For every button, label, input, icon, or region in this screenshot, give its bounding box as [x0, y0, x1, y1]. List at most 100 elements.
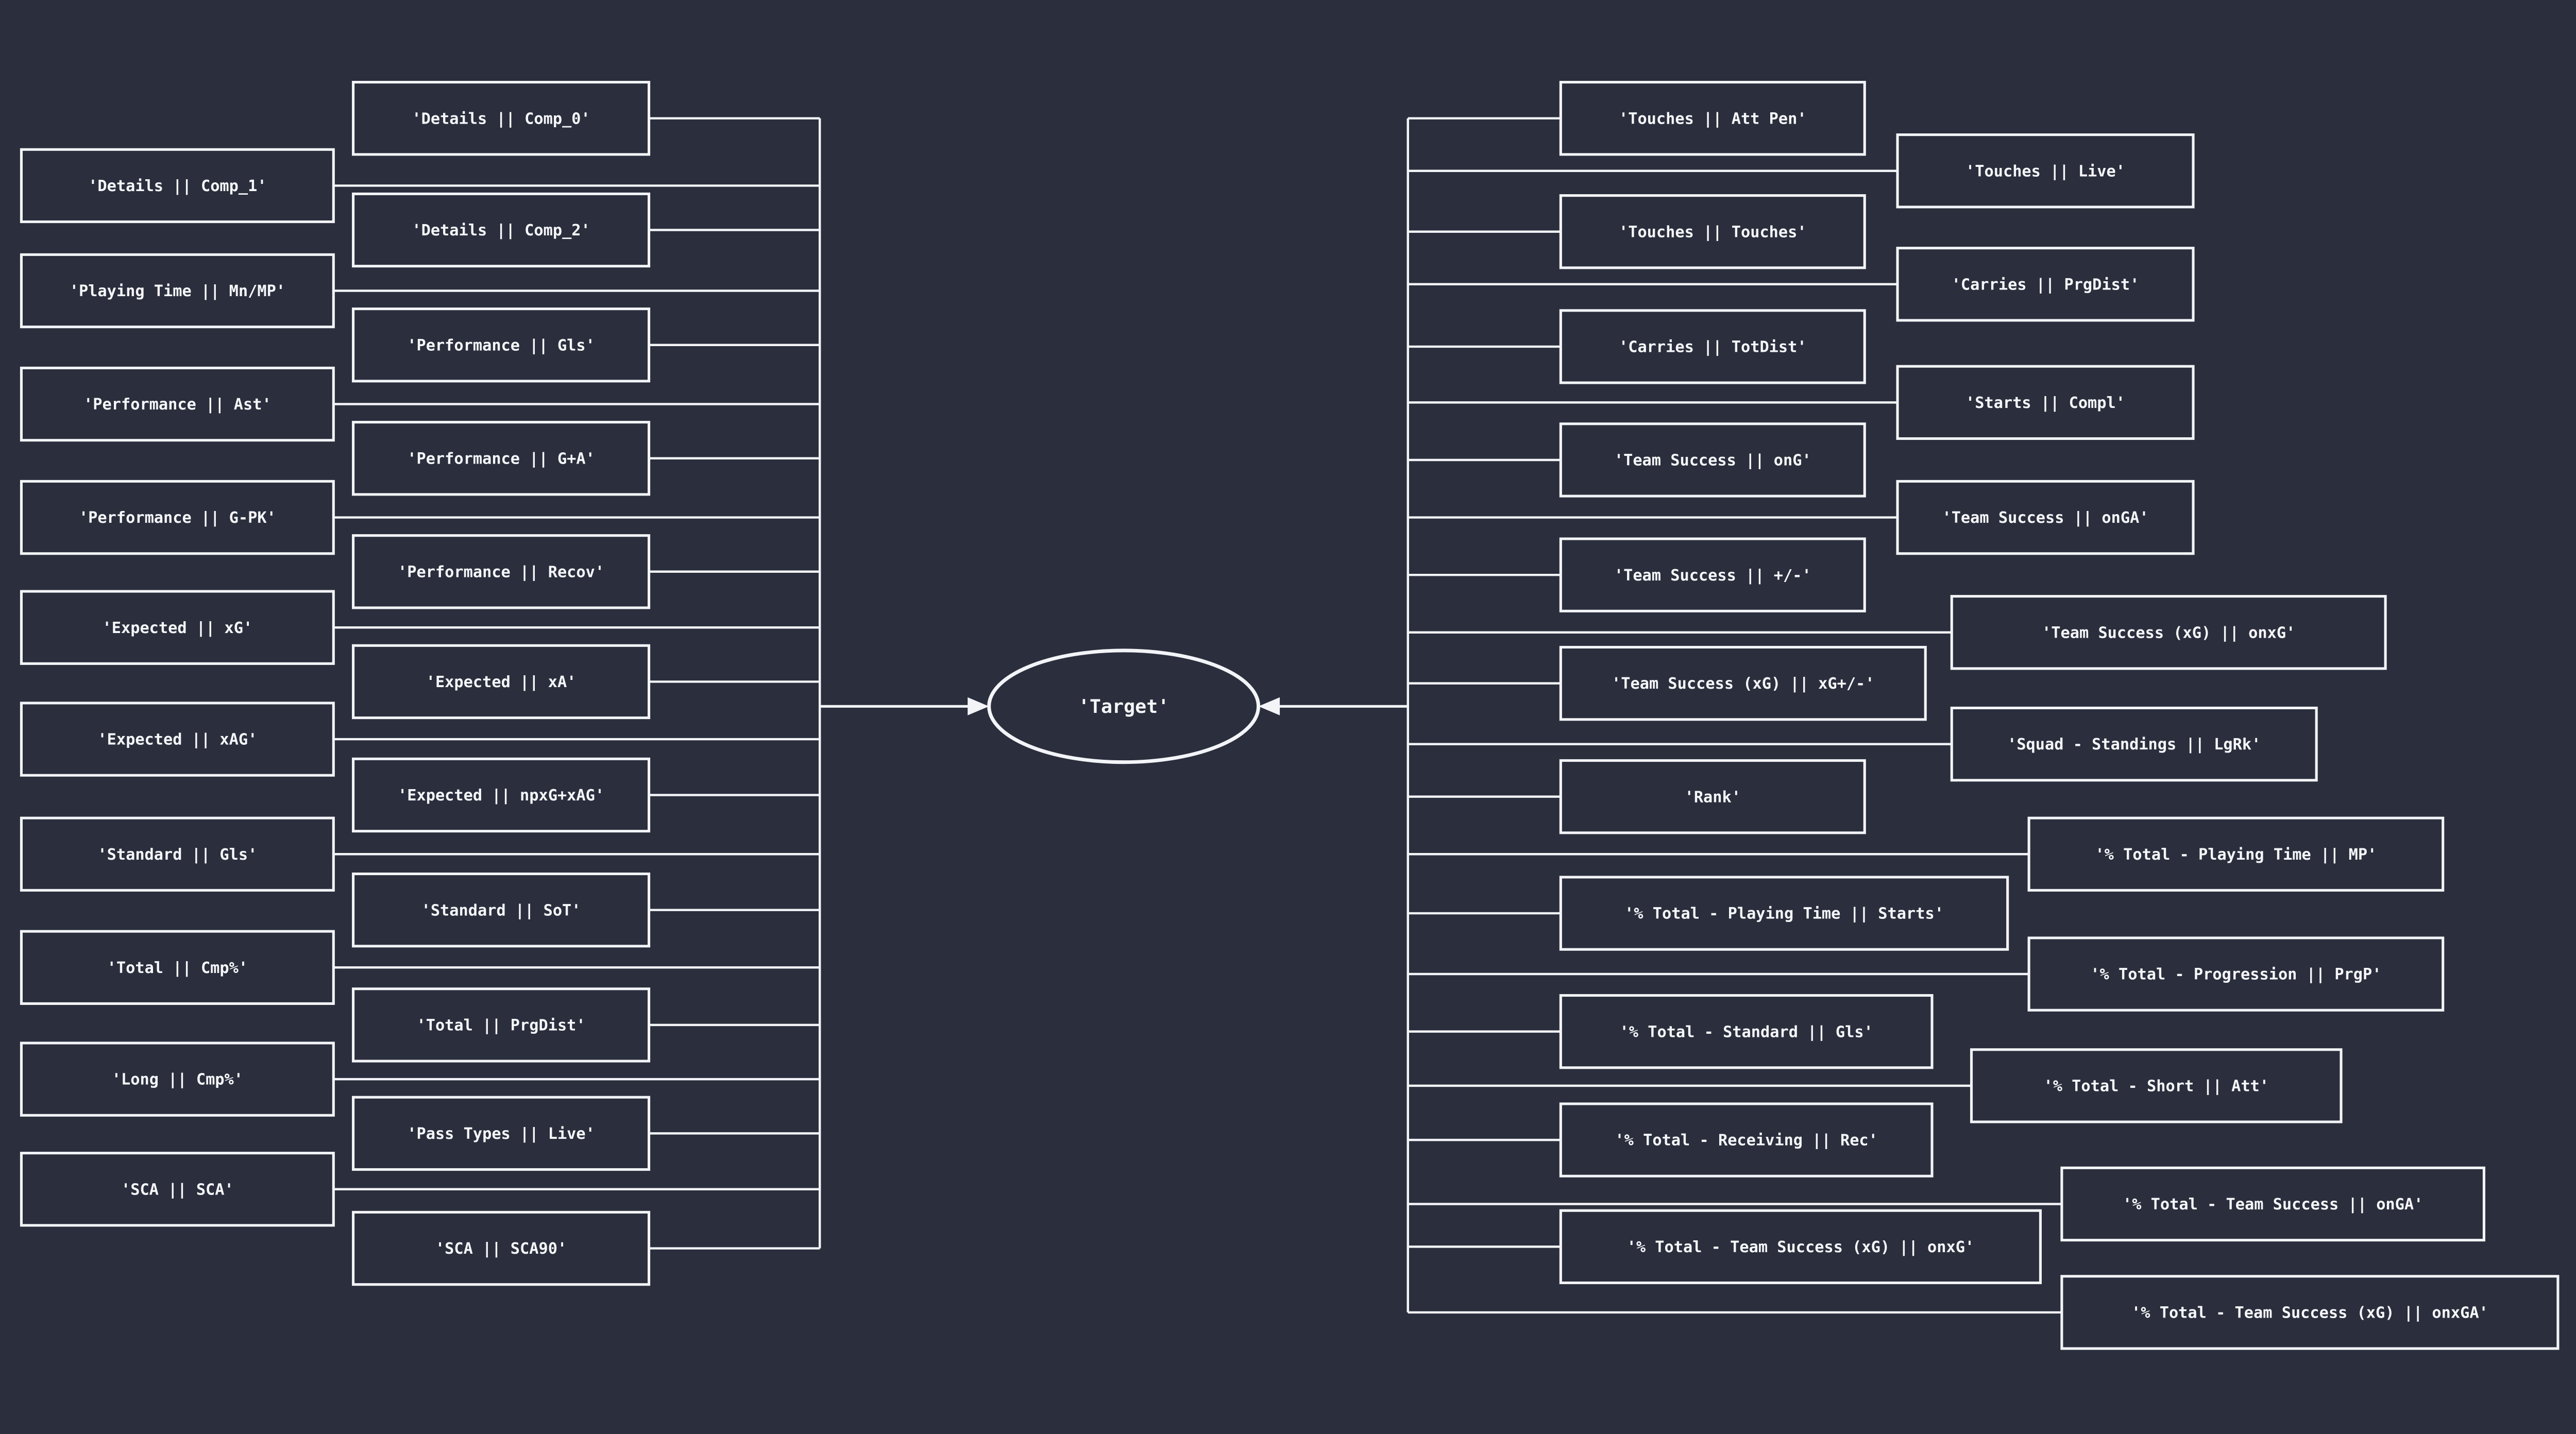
node-left_group_2-7: 'Standard || SoT' — [352, 872, 651, 948]
node-box — [1896, 133, 2195, 209]
node-box — [1950, 595, 2387, 670]
node-label: 'Rank' — [1685, 788, 1741, 806]
node-label: 'Details || Comp_2' — [412, 221, 590, 240]
node-box — [352, 644, 651, 720]
node-right_group_1-9: '% Total - Receiving || Rec' — [1559, 1102, 1934, 1177]
node-box — [20, 1152, 335, 1227]
node-left_group_2-8: 'Total || PrgDist' — [352, 987, 651, 1063]
node-box — [2027, 816, 2445, 892]
node-label: 'Team Success (xG) || onxG' — [2042, 624, 2295, 642]
node-box — [352, 872, 651, 948]
node-box — [20, 148, 335, 224]
node-label: '% Total - Team Success || onGA' — [2123, 1196, 2423, 1214]
node-label: 'Expected || xA' — [426, 673, 577, 691]
node-label: 'Expected || xG' — [103, 619, 253, 637]
node-box — [352, 1096, 651, 1171]
node-label: 'Expected || npxG+xAG' — [398, 787, 604, 805]
node-label: 'Performance || G-PK' — [79, 509, 276, 527]
node-label: 'Pass Types || Live' — [407, 1125, 595, 1143]
node-right_group_2-1: 'Carries || PrgDist' — [1896, 247, 2195, 322]
node-left_group_2-2: 'Performance || Gls' — [352, 308, 651, 383]
node-right_group_1-7: '% Total - Playing Time || Starts' — [1559, 876, 2009, 951]
node-box — [1559, 645, 1927, 721]
node-left_group_1-4: 'Expected || xG' — [20, 590, 335, 665]
node-right_group_2-9: '% Total - Team Success || onGA' — [2060, 1166, 2485, 1242]
node-box — [20, 480, 335, 555]
node-box — [2027, 936, 2445, 1012]
node-label: 'Touches || Att Pen' — [1619, 110, 1807, 128]
node-left_group_1-5: 'Expected || xAG' — [20, 702, 335, 777]
node-left_group_2-9: 'Pass Types || Live' — [352, 1096, 651, 1171]
node-left_group_2-6: 'Expected || npxG+xAG' — [352, 757, 651, 833]
node-left_group_2-3: 'Performance || G+A' — [352, 421, 651, 496]
node-box — [1559, 309, 1866, 384]
node-box — [352, 80, 651, 156]
node-box — [20, 702, 335, 777]
node-label: 'Performance || Recov' — [398, 563, 604, 581]
node-label: 'Squad - Standings || LgRk' — [2007, 736, 2261, 754]
node-box — [352, 308, 651, 383]
node-box — [20, 930, 335, 1005]
node-box — [352, 987, 651, 1063]
node-left_group_2-5: 'Expected || xA' — [352, 644, 651, 720]
edges-layer — [333, 117, 2062, 1314]
node-label: '% Total - Standard || Gls' — [1620, 1023, 1873, 1041]
node-label: '% Total - Short || Att' — [2043, 1077, 2269, 1095]
nodes-layer: 'Details || Comp_1' 'Playing Time || Mn/M… — [20, 80, 2560, 1350]
node-left_group_1-1: 'Playing Time || Mn/MP' — [20, 253, 335, 329]
node-label: 'Playing Time || Mn/MP' — [70, 282, 285, 300]
node-label: 'Details || Comp_1' — [88, 177, 266, 195]
node-right_group_2-4: 'Team Success (xG) || onxG' — [1950, 595, 2387, 670]
node-box — [2060, 1166, 2485, 1242]
node-label: '% Total - Team Success (xG) || onxGA' — [2131, 1304, 2488, 1322]
node-box — [1970, 1048, 2343, 1123]
node-right_group_2-2: 'Starts || Compl' — [1896, 365, 2195, 440]
node-box — [20, 366, 335, 442]
node-box — [352, 1210, 651, 1286]
node-box — [1559, 994, 1934, 1069]
node-left_group_1-2: 'Performance || Ast' — [20, 366, 335, 442]
node-right_group_1-2: 'Carries || TotDist' — [1559, 309, 1866, 384]
node-left_group_2-10: 'SCA || SCA90' — [352, 1210, 651, 1286]
node-label: 'Carries || TotDist' — [1619, 338, 1807, 356]
left-arrowhead-icon — [968, 697, 989, 715]
node-right_group_2-8: '% Total - Short || Att' — [1970, 1048, 2343, 1123]
node-right_group_1-4: 'Team Success || +/-' — [1559, 537, 1866, 612]
node-label: 'Long || Cmp%' — [112, 1071, 243, 1089]
node-box — [2060, 1275, 2560, 1350]
node-right_group_1-6: 'Rank' — [1559, 759, 1866, 834]
node-box — [352, 421, 651, 496]
node-label: 'Standard || Gls' — [97, 846, 257, 864]
node-right_group_1-0: 'Touches || Att Pen' — [1559, 80, 1866, 156]
node-box — [352, 534, 651, 609]
node-box — [20, 590, 335, 665]
node-left_group_1-3: 'Performance || G-PK' — [20, 480, 335, 555]
node-box — [352, 757, 651, 833]
node-label: 'Carries || PrgDist' — [1952, 276, 2140, 294]
node-label: 'Performance || Ast' — [83, 396, 272, 414]
node-box — [1896, 365, 2195, 440]
target-node: 'Target' — [987, 648, 1261, 764]
node-box — [1559, 876, 2009, 951]
node-right_group_1-1: 'Touches || Touches' — [1559, 194, 1866, 269]
node-box — [1559, 759, 1866, 834]
node-label: 'Expected || xAG' — [97, 731, 257, 749]
node-right_group_1-8: '% Total - Standard || Gls' — [1559, 994, 1934, 1069]
node-box — [1559, 1209, 2042, 1285]
node-left_group_1-8: 'Long || Cmp%' — [20, 1042, 335, 1117]
node-label: 'Team Success || +/-' — [1614, 567, 1811, 585]
node-box — [1896, 247, 2195, 322]
node-box — [1896, 480, 2195, 555]
node-right_group_1-10: '% Total - Team Success (xG) || onxG' — [1559, 1209, 2042, 1285]
node-label: 'Team Success || onG' — [1614, 452, 1811, 470]
node-label: 'Touches || Touches' — [1619, 223, 1807, 241]
node-box — [20, 1042, 335, 1117]
node-label: '% Total - Receiving || Rec' — [1615, 1132, 1877, 1150]
node-right_group_2-0: 'Touches || Live' — [1896, 133, 2195, 209]
node-label: '% Total - Progression || PrgP' — [2090, 966, 2381, 984]
node-right_group_1-5: 'Team Success (xG) || xG+/-' — [1559, 645, 1927, 721]
target-label: 'Target' — [1078, 695, 1170, 718]
node-left_group_1-0: 'Details || Comp_1' — [20, 148, 335, 224]
node-box — [1559, 422, 1866, 498]
